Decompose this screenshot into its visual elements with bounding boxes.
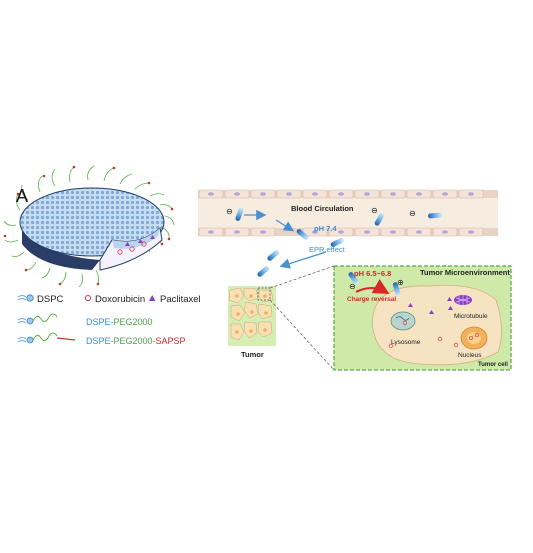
- tumor-cell-label: Tumor cell: [478, 362, 508, 368]
- drug-capsule-icon: [296, 228, 309, 240]
- drug-capsule-icon: [267, 249, 280, 261]
- microenvironment-title: Tumor Microenvironment: [420, 268, 510, 277]
- legend-peg-symbol: [17, 313, 58, 325]
- negative-charge-symbol: ⊖: [349, 282, 356, 291]
- doxorubicin-icon: [84, 294, 92, 302]
- drug-capsule-icon: [392, 282, 401, 296]
- lysosome-icon: [390, 311, 416, 331]
- svg-text:⊖: ⊖: [409, 209, 416, 218]
- microenvironment-panel: [333, 265, 512, 371]
- svg-text:⊖: ⊖: [371, 206, 378, 215]
- legend-doxorubicin-label: Doxorubicin: [95, 294, 145, 305]
- lysosome-label: Lysosome: [391, 339, 421, 346]
- microtubule-label: Microtubule: [454, 313, 488, 320]
- drug-capsule-icon: [257, 265, 270, 277]
- liposome-illustration: [3, 165, 175, 288]
- legend-sapsp-symbol: [17, 332, 76, 344]
- drug-capsule-icon: [428, 212, 443, 219]
- acidic-ph-label: pH 6.5~6.8: [354, 269, 391, 278]
- drug-capsule-icon: [374, 212, 385, 226]
- microtubule-icon: [454, 295, 472, 305]
- nucleus-icon: [460, 326, 488, 350]
- drug-capsule-icon: [330, 238, 344, 247]
- blood-ph-label: pH 7.4: [314, 224, 337, 233]
- zoom-region: [257, 287, 271, 301]
- microenvironment-labels: Tumor Microenvironment pH 6.5~6.8 Charge…: [347, 268, 510, 368]
- positive-charge-symbol: ⊕: [397, 278, 404, 287]
- charge-symbols: ⊖ ⊖ ⊖: [226, 206, 416, 218]
- sapsp-tips: [3, 165, 174, 286]
- charge-reversal-label: Charge reversal: [347, 296, 396, 303]
- tumor-tissue: [228, 286, 276, 346]
- legend-dspc-label: DSPC: [37, 294, 64, 305]
- arrow-icon: [279, 251, 327, 269]
- vessel-wall-top: [198, 189, 498, 199]
- paclitaxel-icon: [149, 295, 156, 301]
- legend-sapsp-label: DSPE-PEG2000-SAPSP: [86, 336, 186, 346]
- liposome-disc-side: [22, 228, 100, 270]
- drug-capsule-icon: [235, 207, 244, 221]
- arrow-icon: [275, 219, 295, 232]
- arrow-icon: [355, 279, 390, 294]
- encapsulated-drugs: [117, 235, 155, 255]
- flow-arrows: [244, 209, 327, 269]
- vessel-lumen: [198, 198, 498, 228]
- legend-paclitaxel-label: Paclitaxel: [160, 294, 201, 305]
- vessel-wall-bottom: [198, 227, 498, 237]
- legend-peg-label: DSPE-PEG2000: [86, 317, 153, 327]
- nucleus-label: Nucleus: [458, 352, 482, 359]
- legend-dspc-symbol: [17, 294, 34, 302]
- blood-vessel: Blood Circulation pH 7.4: [198, 189, 498, 237]
- svg-text:⊖: ⊖: [226, 207, 233, 216]
- panel-label: A: [16, 186, 28, 206]
- drug-capsule-icon: [348, 272, 359, 285]
- liposome-disc-top: [19, 187, 165, 257]
- tumor-label: Tumor: [241, 350, 264, 359]
- drug-capsules: [235, 207, 443, 277]
- legend: DSPC Doxorubicin Paclitaxel DSPE-PEG2000…: [17, 294, 201, 346]
- epr-effect-label: EPR effect: [309, 245, 346, 254]
- zoom-connectors: [269, 265, 335, 371]
- blood-circulation-title: Blood Circulation: [291, 204, 354, 213]
